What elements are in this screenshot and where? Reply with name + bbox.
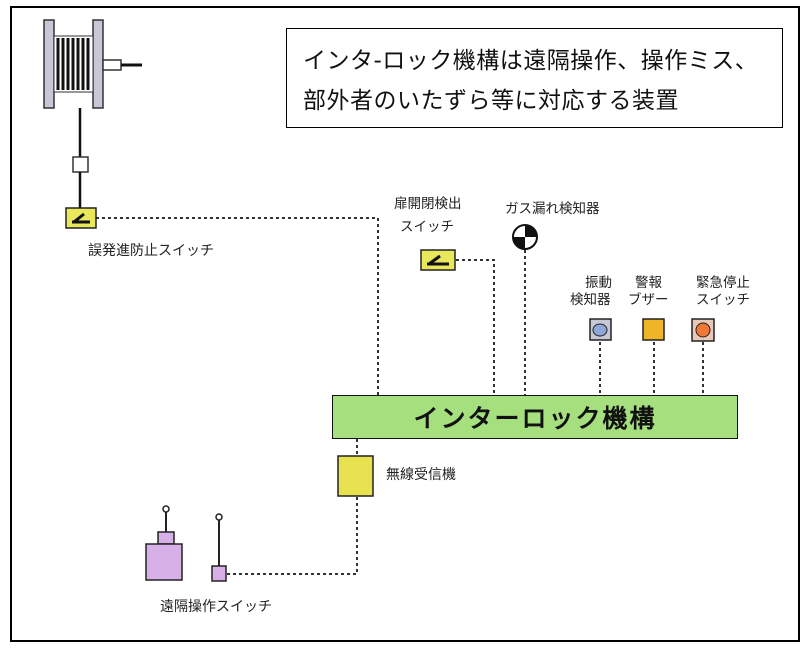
note-line-1: インタ-ロック機構は遠隔操作、操作ミス、 [303,48,759,74]
label-door-switch-line1: 扉開閉検出 [394,196,462,212]
label-remote-switch: 遠隔操作スイッチ [160,599,272,615]
description-note: インタ-ロック機構は遠隔操作、操作ミス、 部外者のいたずら等に対応する装置 [286,28,783,128]
wireless-receiver-icon [337,455,374,497]
label-gas-detector: ガス漏れ検知器 [505,201,600,217]
wire-door-switch [456,259,495,395]
label-estop-line2: スイッチ [696,292,750,308]
cable-reel-icon [43,19,142,208]
remote-switch-small-icon [211,513,227,582]
label-buzzer-line1: 警報 [635,275,662,291]
label-vibration-line2: 検知器 [570,292,611,308]
emergency-stop-icon [691,318,715,342]
label-misstart-switch: 誤発進防止スイッチ [88,243,214,259]
dotted-wires [96,217,704,575]
alarm-buzzer-icon [642,318,665,341]
label-estop-line1: 緊急停止 [696,275,750,291]
misstart-switch-icon [65,207,97,229]
wire-receiver-remote [226,497,358,575]
label-receiver: 無線受信機 [386,467,456,483]
vibration-detector-icon [589,318,612,341]
door-switch-icon [420,249,456,271]
gas-sensor-icon [512,224,538,250]
label-buzzer-line2: ブザー [628,292,669,308]
remote-transmitter-large-icon [145,505,183,581]
note-line-2: 部外者のいたずら等に対応する装置 [303,88,679,114]
label-vibration-line1: 振動 [585,275,612,291]
wire-misstart-switch [96,217,379,395]
label-door-switch-line2: スイッチ [400,219,454,235]
interlock-label: インターロック機構 [413,404,657,433]
interlock-mechanism-bar: インターロック機構 [332,395,738,439]
